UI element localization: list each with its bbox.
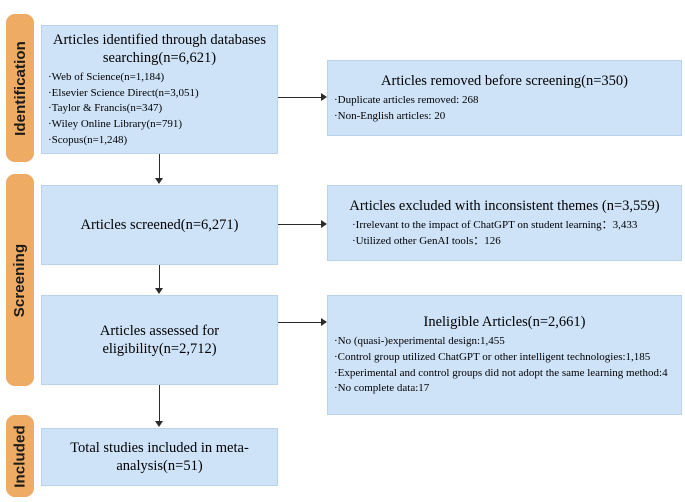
list-item: ·No (quasi-)experimental design:1,455 xyxy=(334,335,505,348)
connector-identified-to-removed xyxy=(278,97,322,99)
connector-identified-to-screened xyxy=(159,154,161,179)
node-articles-excluded-themes: Articles excluded with inconsistent them… xyxy=(327,185,682,261)
arrowhead-screened-to-excluded xyxy=(321,220,327,228)
node-total-included-title: Total studies included in meta-analysis(… xyxy=(70,439,249,474)
node-articles-assessed: Articles assessed for eligibility(n=2,71… xyxy=(41,295,278,385)
list-item: ·Taylor & Francis(n=347) xyxy=(48,102,163,115)
list-item: ·Scopus(n=1,248) xyxy=(48,133,128,146)
node-ineligible-articles: Ineligible Articles(n=2,661) ·No (quasi-… xyxy=(327,295,682,415)
stage-band-identification: Identification xyxy=(6,14,34,162)
connector-assessed-to-included xyxy=(159,385,161,422)
list-item: ·Control group utilized ChatGPT or other… xyxy=(334,350,651,363)
arrowhead-identified-to-screened xyxy=(155,178,163,184)
list-item: ·Experimental and control groups did not… xyxy=(334,366,668,379)
list-item: ·Non-English articles: 20 xyxy=(334,109,446,122)
node-articles-identified-list: ·Web of Science(n=1,184) ·Elsevier Scien… xyxy=(48,70,271,148)
node-articles-identified: Articles identified through databases se… xyxy=(41,25,278,154)
list-item: ·Irrelevant to the impact of ChatGPT on … xyxy=(352,218,638,231)
connector-assessed-to-ineligible xyxy=(278,322,322,324)
list-item: ·No complete data:17 xyxy=(334,382,430,395)
node-articles-assessed-title: Articles assessed for eligibility(n=2,71… xyxy=(99,322,220,357)
arrowhead-assessed-to-ineligible xyxy=(321,318,327,326)
stage-label-identification: Identification xyxy=(11,40,29,136)
node-articles-screened: Articles screened(n=6,271) xyxy=(41,185,278,265)
connector-screened-to-excluded xyxy=(278,224,322,226)
arrowhead-assessed-to-included xyxy=(155,421,163,427)
stage-band-screening: Screening xyxy=(6,174,34,386)
list-item: ·Wiley Online Library(n=791) xyxy=(48,117,183,130)
stage-label-screening: Screening xyxy=(11,243,29,317)
node-total-included: Total studies included in meta-analysis(… xyxy=(41,428,278,486)
arrowhead-identified-to-removed xyxy=(321,93,327,101)
list-item: ·Duplicate articles removed: 268 xyxy=(334,93,479,106)
connector-screened-to-assessed xyxy=(159,265,161,289)
list-item: ·Web of Science(n=1,184) xyxy=(48,71,165,84)
node-articles-excluded-themes-title: Articles excluded with inconsistent them… xyxy=(349,197,660,214)
list-item: ·Elsevier Science Direct(n=3,051) xyxy=(48,86,199,99)
node-articles-removed-title: Articles removed before screening(n=350) xyxy=(381,72,628,89)
node-ineligible-articles-title: Ineligible Articles(n=2,661) xyxy=(423,314,586,331)
stage-band-included: Included xyxy=(6,415,34,497)
node-articles-removed: Articles removed before screening(n=350)… xyxy=(327,60,682,136)
arrowhead-screened-to-assessed xyxy=(155,288,163,294)
node-articles-identified-title: Articles identified through databases se… xyxy=(52,31,266,66)
node-ineligible-articles-list: ·No (quasi-)experimental design:1,455 ·C… xyxy=(334,334,675,396)
stage-label-included: Included xyxy=(11,424,29,488)
node-articles-screened-title: Articles screened(n=6,271) xyxy=(80,216,239,233)
node-articles-removed-list: ·Duplicate articles removed: 268 ·Non-En… xyxy=(334,93,675,124)
list-item: ·Utilized other GenAI tools：126 xyxy=(352,234,501,247)
node-articles-excluded-themes-list: ·Irrelevant to the impact of ChatGPT on … xyxy=(334,218,675,249)
